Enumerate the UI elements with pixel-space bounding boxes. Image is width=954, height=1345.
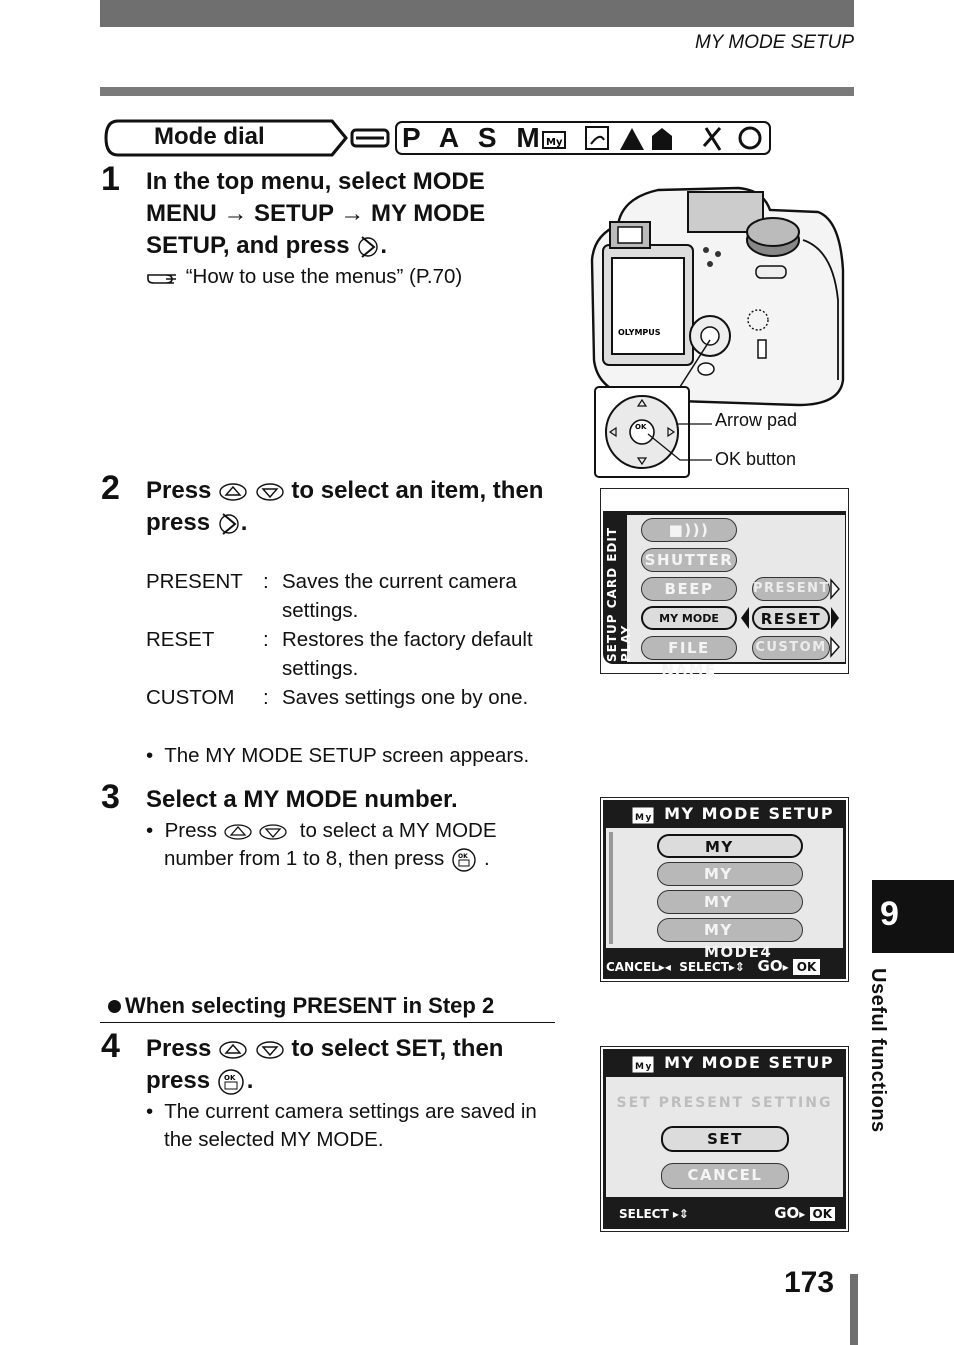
option-reset-term: RESET <box>146 628 215 651</box>
lcd-set-button: SET <box>661 1126 789 1152</box>
lcd-set-present: My MY MODE SETUP SET PRESENT SETTING SET… <box>600 1046 849 1232</box>
step4-title-line1: Press to select SET, then <box>146 1035 504 1062</box>
lcd-sound-item: ■))) <box>641 518 737 542</box>
lcd-selector-arrows <box>741 578 840 658</box>
right-arrow-button-icon <box>358 235 379 258</box>
svg-text:OLYMPUS: OLYMPUS <box>618 328 661 337</box>
step2-number: 2 <box>101 469 120 507</box>
lcd-title: My MY MODE SETUP <box>631 804 834 825</box>
lcd-reset-option: RESET <box>752 606 830 630</box>
lcd-my-mode-1: MY MODE1 <box>657 834 803 878</box>
step1-title-line1: In the top menu, select MODE <box>146 168 485 195</box>
step4-title-line2: press OK. <box>146 1067 254 1095</box>
lcd-beep-item: BEEP <box>641 577 737 601</box>
lcd-shutter-item: SHUTTER <box>641 548 737 572</box>
section-subhead: When selecting PRESENT in Step 2 <box>100 993 555 1023</box>
callout-lines <box>647 423 712 461</box>
lcd-present-option: PRESENT <box>752 577 830 601</box>
step2-note: • The MY MODE SETUP screen appears. <box>146 744 530 767</box>
lcd-title: My MY MODE SETUP <box>631 1053 834 1074</box>
right-arrow-button-icon <box>219 512 239 535</box>
lcd-my-mode-2: MY MODE2 <box>657 862 803 905</box>
step4-text-line2: the selected MY MODE. <box>164 1128 384 1151</box>
chapter-number: 9 <box>880 895 899 933</box>
option-present-desc1: Saves the current camera <box>282 570 517 593</box>
bullet-dot-icon <box>108 1000 121 1013</box>
scene-mode-icons: My <box>542 126 762 151</box>
lcd-my-mode-list: My MY MODE SETUP MY MODE1 MY MODE2 MY MO… <box>600 797 849 982</box>
lcd-my-mode-3: MY MODE3 <box>657 890 803 933</box>
svg-text:OK: OK <box>635 423 647 431</box>
my-mode-icon: My <box>632 807 654 823</box>
option-reset-desc2: settings. <box>282 657 359 680</box>
page-number-bar <box>850 1274 858 1345</box>
lcd-my-mode-setup-item: MY MODE SETUP <box>641 606 737 647</box>
lcd-footer: CANCEL▸◂ SELECT▸⇕ GO▸ OK <box>606 957 842 975</box>
callout-ok-button: OK button <box>715 449 797 469</box>
option-custom-sep: : <box>263 686 269 709</box>
chapter-tab <box>872 880 954 953</box>
lcd-subtitle: SET PRESENT SETTING <box>616 1095 833 1111</box>
option-reset-desc1: Restores the factory default <box>282 628 533 651</box>
svg-text:OK: OK <box>458 853 468 860</box>
option-present-sep: : <box>263 570 269 593</box>
option-custom-term: CUSTOM <box>146 686 235 709</box>
step3-number: 3 <box>101 778 120 816</box>
up-arrow-button-icon <box>224 823 252 840</box>
step4-text-line1: • The current camera settings are saved … <box>146 1100 537 1123</box>
step1-number: 1 <box>101 160 120 198</box>
step3-text-line1: • Press to select a MY MODE <box>146 819 497 842</box>
page-number: 173 <box>784 1266 835 1299</box>
lcd-custom-option: CUSTOM <box>752 636 830 660</box>
lcd-footer: SELECT ▸⇕ GO▸ OK <box>619 1204 841 1222</box>
option-present-desc2: settings. <box>282 599 359 622</box>
pointing-hand-icon <box>147 273 176 284</box>
svg-text:My: My <box>635 1062 653 1072</box>
mode-dial-label-shape <box>104 119 390 157</box>
step4-number: 4 <box>101 1027 120 1065</box>
my-mode-icon: My <box>632 1056 654 1072</box>
header-bar <box>100 0 854 27</box>
svg-text:My: My <box>635 813 653 823</box>
lcd-cancel-button: CANCEL <box>661 1163 789 1189</box>
ok-button-icon: OK <box>452 847 476 872</box>
lcd-side-tabs: SETUP CARD EDIT PLAY <box>605 526 633 662</box>
lcd-my-mode-4: MY MODE4 <box>657 918 803 961</box>
mode-dial-modes-box <box>395 121 771 155</box>
mode-dial-label: Mode dial <box>154 123 265 150</box>
step1-title-line2: MENU → SETUP → MY MODE <box>146 200 486 227</box>
svg-text:OK: OK <box>224 1074 236 1082</box>
step1-reference: “How to use the menus” (P.70) <box>146 262 462 291</box>
chapter-label: Useful functions <box>867 968 889 1133</box>
down-arrow-button-icon <box>256 482 284 501</box>
down-arrow-button-icon <box>256 1040 284 1059</box>
step2-title-line1: Press to select an item, then <box>146 477 544 504</box>
lcd-scrollbar <box>609 832 613 944</box>
up-arrow-button-icon <box>219 482 247 501</box>
header-title: MY MODE SETUP <box>694 32 854 53</box>
callout-arrow-pad: Arrow pad <box>715 410 798 430</box>
option-custom-desc1: Saves settings one by one. <box>282 686 529 709</box>
header-rule <box>100 87 854 96</box>
mode-dial-modes: P A S M <box>402 122 546 153</box>
arrow-pad-closeup: OK <box>594 386 690 478</box>
lcd-setup-menu: SETUP CARD EDIT PLAY ■))) SHUTTER BEEP M… <box>600 488 849 679</box>
down-arrow-button-icon <box>259 823 288 840</box>
camera-illustration: OLYMPUS <box>590 186 845 407</box>
step2-title-line2: press . <box>146 509 248 536</box>
step3-text-line2: number from 1 to 8, then press OK. <box>164 844 490 873</box>
option-present-term: PRESENT <box>146 570 243 593</box>
svg-text:My: My <box>546 137 563 148</box>
step3-title: Select a MY MODE number. <box>146 786 458 813</box>
ok-button-icon: OK <box>217 1068 244 1095</box>
option-reset-sep: : <box>263 628 269 651</box>
lcd-file-name-item: FILE NAME <box>641 636 737 679</box>
up-arrow-button-icon <box>219 1040 247 1059</box>
step1-title-line3: SETUP, and press . <box>146 232 387 259</box>
